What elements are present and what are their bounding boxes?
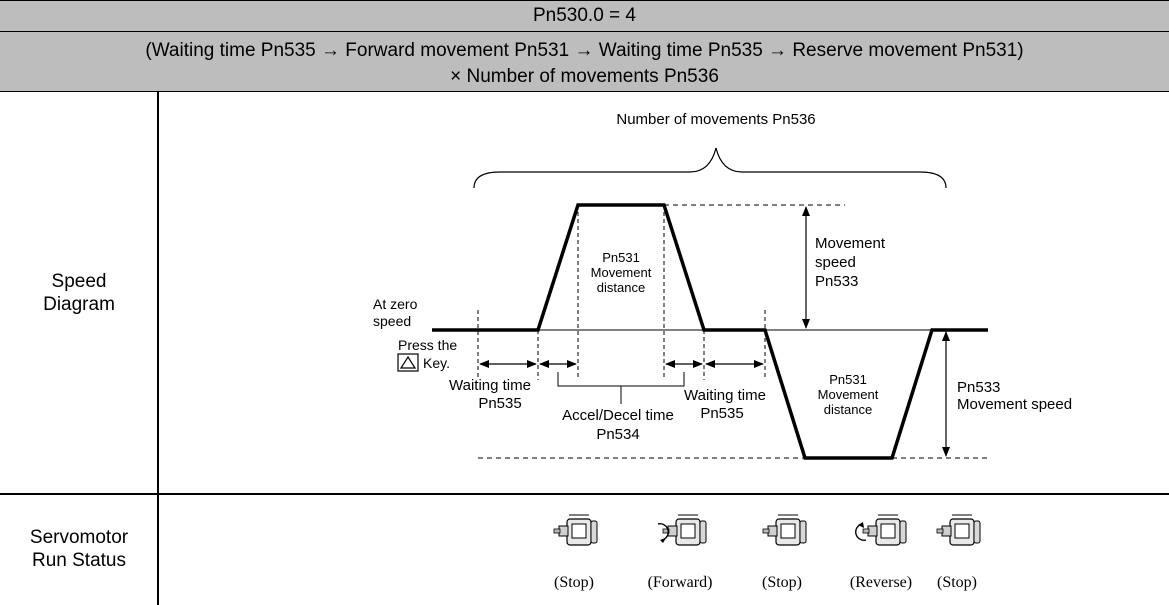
press-key-label: Key. <box>423 355 450 371</box>
speed-profile-line <box>432 203 988 460</box>
servomotor-forward: (Forward) <box>648 514 713 591</box>
up-arrow-key-icon <box>397 353 419 372</box>
speed-diagram-row-label: Speed Diagram <box>0 270 158 316</box>
up-arrow-triangle-icon <box>399 355 417 369</box>
at-zero-speed-label-2: speed <box>373 313 411 329</box>
fwd-pn531-label-3: distance <box>597 280 645 295</box>
rev-pn531-label-3: distance <box>824 402 872 417</box>
motor-status-5: (Stop) <box>937 574 977 591</box>
press-the-label: Press the <box>398 337 457 353</box>
number-of-movements-label: Number of movements Pn536 <box>616 111 815 128</box>
accel-decel-bracket <box>557 372 685 387</box>
servomotor-stop-1: (Stop) <box>553 514 598 591</box>
waiting-time-right-label-2: Pn535 <box>700 405 743 422</box>
reverse-speed-label-2: Movement speed <box>957 396 1072 413</box>
run-label-line-1: Servomotor <box>29 527 129 548</box>
sequence-line-1: (Waiting time Pn535 → Forward movement P… <box>145 40 1024 61</box>
table-row-divider <box>0 493 1169 495</box>
waiting-time-left-label-2: Pn535 <box>478 395 521 412</box>
rev-pn531-label-1: Pn531 <box>829 372 867 387</box>
speed-label-line-2: Diagram <box>43 294 115 315</box>
motor-status-4: (Reverse) <box>850 574 912 591</box>
fwd-pn531-label-2: Movement <box>591 265 652 280</box>
movement-speed-label-3: Pn533 <box>815 273 858 290</box>
speed-label-line-1: Speed <box>51 271 107 292</box>
movement-speed-label-1: Movement <box>815 235 886 252</box>
servomotor-reverse: (Reverse) <box>850 514 912 591</box>
motor-status-1: (Stop) <box>554 574 594 591</box>
rev-pn531-label-2: Movement <box>818 387 879 402</box>
accel-decel-label-1: Accel/Decel time <box>562 407 674 424</box>
reverse-speed-label-1: Pn533 <box>957 379 1000 396</box>
table-vertical-divider <box>157 92 159 605</box>
header-sequence-bar: (Waiting time Pn535 → Forward movement P… <box>0 31 1169 92</box>
fwd-pn531-label-1: Pn531 <box>602 250 640 265</box>
servomotor-stop-3: (Stop) <box>936 514 981 591</box>
accel-decel-label-2: Pn534 <box>596 426 639 443</box>
motor-status-2: (Forward) <box>648 574 713 591</box>
movements-brace <box>473 147 947 189</box>
run-label-line-2: Run Status <box>32 550 126 571</box>
motor-status-3: (Stop) <box>762 574 802 591</box>
at-zero-speed-label-1: At zero <box>373 296 418 312</box>
sequence-line-2: × Number of movements Pn536 <box>450 66 719 87</box>
waiting-time-right-label-1: Waiting time <box>684 387 766 404</box>
header-title: Pn530.0 = 4 <box>532 5 636 26</box>
header-title-bar: Pn530.0 = 4 <box>0 0 1169 31</box>
run-status-row-label: Servomotor Run Status <box>0 526 158 572</box>
movement-speed-label-2: speed <box>815 254 856 271</box>
servomotor-stop-2: (Stop) <box>762 514 807 591</box>
waiting-time-left-label-1: Waiting time <box>449 377 531 394</box>
